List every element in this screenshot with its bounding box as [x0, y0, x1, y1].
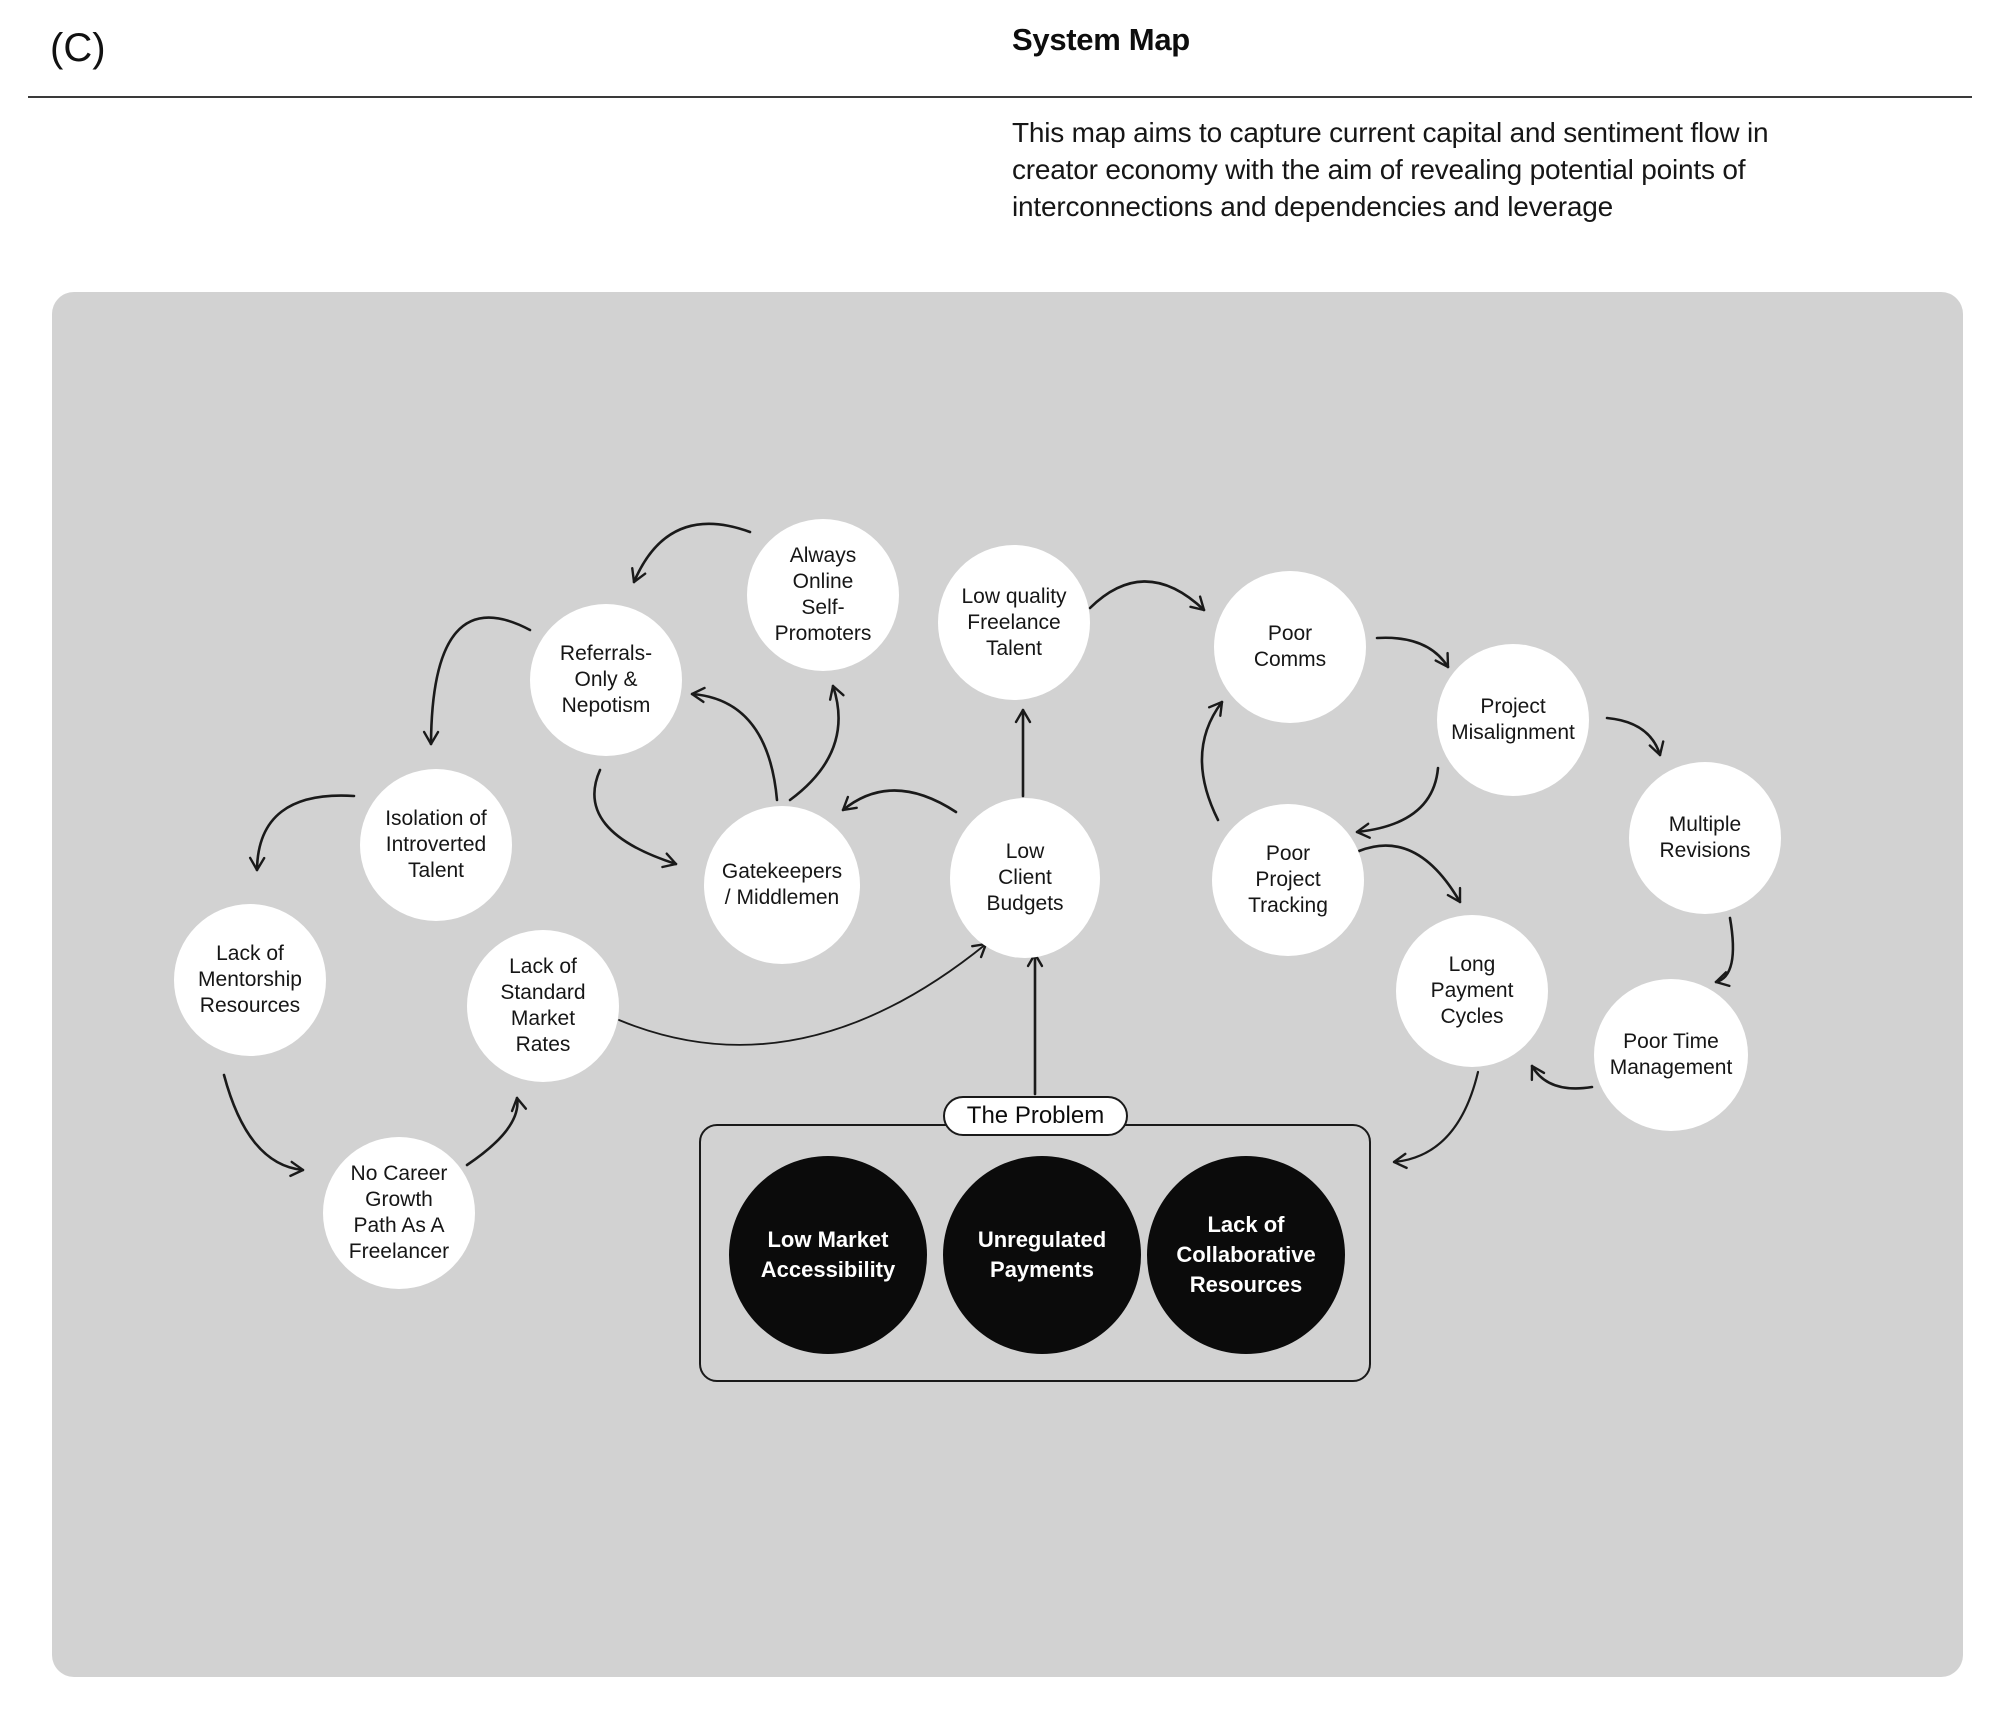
page-title: System Map	[1012, 22, 1190, 57]
node-poor-time-management: Poor Time Management	[1594, 979, 1748, 1131]
node-no-career-growth-path: No Career Growth Path As A Freelancer	[323, 1137, 475, 1289]
node-lack-of-collaborative-resources: Lack of Collaborative Resources	[1147, 1156, 1345, 1354]
figure-label: (C)	[50, 26, 106, 70]
problem-pill-label: The Problem	[943, 1096, 1128, 1136]
node-low-quality-freelance-talent: Low quality Freelance Talent	[938, 545, 1090, 700]
node-low-market-accessibility: Low Market Accessibility	[729, 1156, 927, 1354]
node-project-misalignment: Project Misalignment	[1437, 644, 1589, 796]
node-multiple-revisions: Multiple Revisions	[1629, 762, 1781, 914]
node-isolation-of-introverted-talent: Isolation of Introverted Talent	[360, 769, 512, 921]
node-always-online-self-promoters: Always Online Self- Promoters	[747, 519, 899, 671]
node-referrals-only-nepotism: Referrals- Only & Nepotism	[530, 604, 682, 756]
node-low-client-budgets: Low Client Budgets	[950, 798, 1100, 958]
node-gatekeepers-middlemen: Gatekeepers / Middlemen	[704, 806, 860, 964]
node-long-payment-cycles: Long Payment Cycles	[1396, 915, 1548, 1067]
map-description: This map aims to capture current capital…	[1012, 117, 1769, 222]
node-poor-comms: Poor Comms	[1214, 571, 1366, 723]
node-lack-of-standard-market-rates: Lack of Standard Market Rates	[467, 930, 619, 1082]
node-lack-of-mentorship-resources: Lack of Mentorship Resources	[174, 904, 326, 1056]
node-poor-project-tracking: Poor Project Tracking	[1212, 804, 1364, 956]
node-unregulated-payments: Unregulated Payments	[943, 1156, 1141, 1354]
header-divider	[28, 96, 1972, 98]
